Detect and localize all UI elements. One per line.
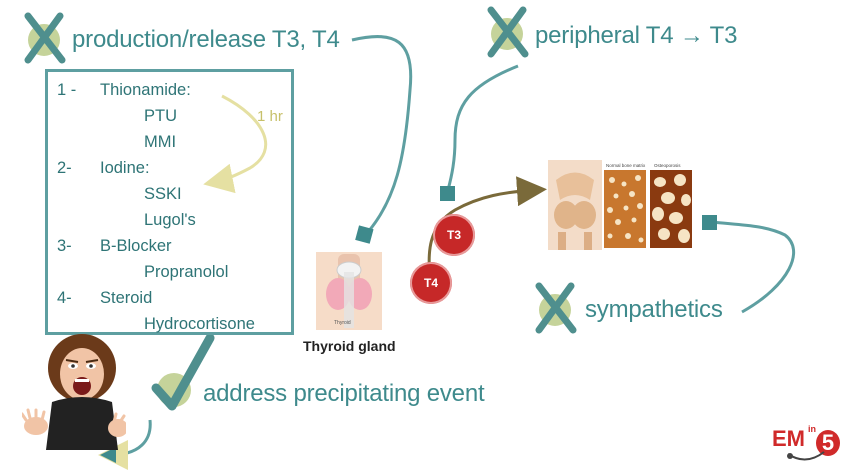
t4-to-t3-to-bone-arrow — [427, 176, 547, 291]
one-hour-arrow — [203, 94, 268, 194]
t4-hormone-bubble: T4 — [410, 262, 452, 304]
precipitating-arrow-head — [100, 447, 116, 463]
list-number: 3- — [57, 237, 72, 255]
list-item: Steroid — [100, 289, 153, 307]
sympathetics-heading: sympathetics — [585, 296, 723, 323]
x-mark-icon — [24, 12, 66, 64]
list-item: PTU — [144, 107, 177, 125]
production-heading: production/release T3, T4 — [72, 26, 340, 53]
svg-text:Osteoporosis: Osteoporosis — [654, 163, 681, 168]
logo-in-text: in — [808, 424, 816, 434]
check-mark-icon — [151, 333, 215, 411]
stethoscope-icon — [787, 451, 825, 461]
x-mark-icon — [487, 6, 529, 58]
list-item: MMI — [144, 133, 177, 151]
list-item: B-Blocker — [100, 237, 172, 255]
em-in-5-logo: EM in 5 — [772, 424, 842, 464]
list-number: 2- — [57, 159, 72, 177]
peripheral-arrow-head — [440, 186, 455, 201]
peripheral-heading: peripheral T4 → T3 — [535, 22, 738, 49]
timing-note: 1 hr — [257, 108, 283, 125]
t3-hormone-bubble: T3 — [433, 214, 475, 256]
bone-image: Normal bone matrix Osteoporosis — [548, 160, 692, 250]
list-item: Lugol's — [144, 211, 196, 229]
screaming-woman-image — [22, 334, 126, 450]
list-number: 4- — [57, 289, 72, 307]
sympathetics-to-bone-arrow — [711, 220, 796, 314]
logo-em-text: EM — [772, 426, 805, 451]
logo-five-text: 5 — [821, 430, 835, 455]
svg-text:Normal bone matrix: Normal bone matrix — [606, 163, 646, 168]
sympathetics-arrow-head — [702, 215, 717, 230]
precipitating-heading: address precipitating event — [203, 380, 485, 407]
svg-text:Thyroid: Thyroid — [334, 320, 351, 326]
list-item: SSKI — [144, 185, 182, 203]
list-item: Iodine: — [100, 159, 150, 177]
list-item: Hydrocortisone — [144, 315, 255, 333]
logo-five-circle: 5 — [816, 430, 840, 456]
treatment-list-box: 1 - Thionamide: PTU MMI 2- Iodine: SSKI … — [45, 69, 294, 335]
production-arrow-head — [355, 225, 374, 244]
thyroid-gland-image: Thyroid — [316, 252, 382, 330]
list-item: Thionamide: — [100, 81, 191, 99]
precipitating-to-woman-arrow — [98, 419, 152, 470]
thyroid-caption: Thyroid gland — [303, 338, 396, 354]
production-to-thyroid-arrow — [351, 35, 413, 233]
x-mark-icon — [535, 282, 577, 334]
list-number: 1 - — [57, 81, 77, 99]
list-item: Propranolol — [144, 263, 229, 281]
peripheral-to-t3-arrow — [446, 64, 519, 191]
